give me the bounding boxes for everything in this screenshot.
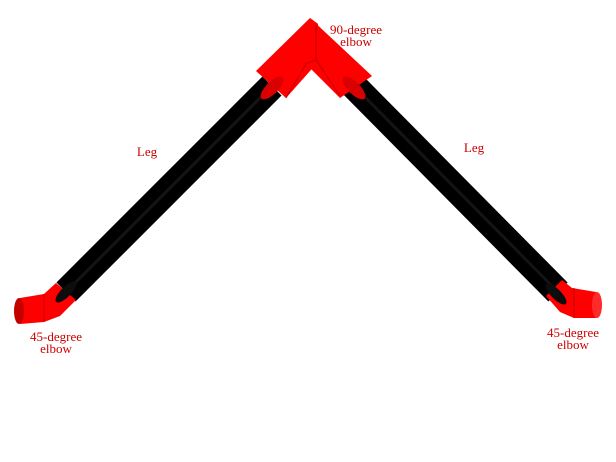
left-leg-pipe (56, 76, 282, 302)
right-45-degree-elbow (545, 280, 602, 318)
right-leg-pipe (342, 74, 568, 302)
top-elbow-label-line2: elbow (340, 34, 372, 49)
left-45-degree-elbow (14, 281, 77, 324)
top-elbow-label-line1: 90-degree (330, 22, 382, 37)
right-leg-label: Leg (463, 140, 485, 155)
right-elbow-label: 45-degree elbow (533, 325, 613, 352)
right-elbow-label-line2: elbow (557, 337, 589, 352)
left-elbow-label-line2: elbow (40, 341, 72, 356)
right-elbow-label-line1: 45-degree (547, 325, 599, 340)
left-leg-label: Leg (136, 144, 158, 159)
left-elbow-label: 45-degree elbow (16, 329, 96, 356)
top-elbow-label: 90-degree elbow (316, 22, 396, 49)
top-90-degree-elbow (256, 18, 372, 100)
left-elbow-label-line1: 45-degree (30, 329, 82, 344)
